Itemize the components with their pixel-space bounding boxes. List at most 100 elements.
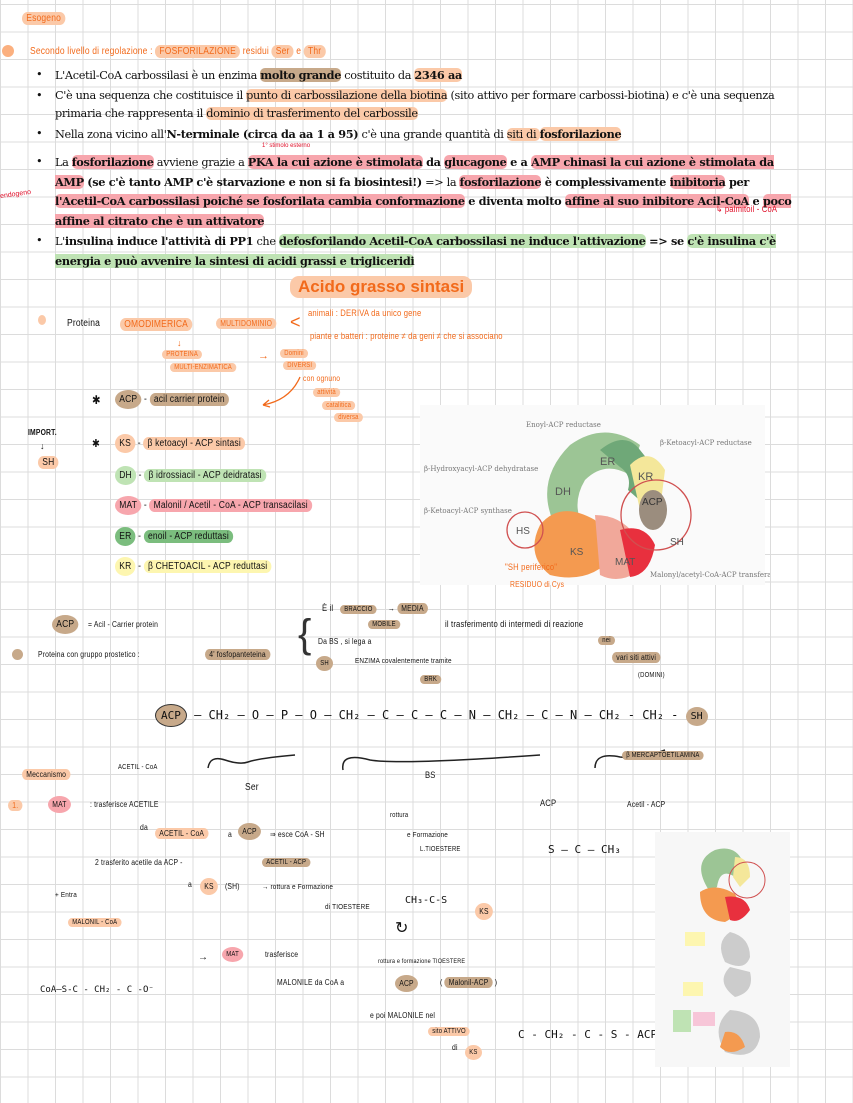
rottura-label: rottura (390, 812, 409, 819)
bullet-text: L'Acetil-CoA carbossilasi è un enzima (55, 69, 261, 82)
ks-sh: (SH) (225, 882, 240, 891)
fatty-acid-synthase-figure: Enoyl-ACP reductase β-Ketoacyl-ACP reduc… (420, 405, 770, 585)
brk-tag: BRK (420, 675, 442, 684)
formula-part: C (439, 708, 448, 722)
section-dot (38, 315, 46, 325)
attivita-1: con ognuno (303, 374, 341, 383)
bullet-text: costituito da (341, 69, 415, 82)
ser-label: Ser (245, 782, 259, 793)
bullet-text: siti di (506, 127, 540, 141)
domain-abbr: KS (115, 434, 136, 453)
multidominio-tag: MULTIDOMINIO (216, 318, 277, 329)
bullet-text: da (422, 155, 445, 169)
acp-badge: ACP (395, 975, 419, 992)
arrow-down: ↓ (177, 338, 182, 348)
domini-tag-2: DIVERSI (283, 361, 317, 370)
bullet-text: (se c'è tanto AMP c'è starvazione e non … (83, 174, 422, 189)
separator: - (141, 394, 150, 405)
rottura-formazione: → rottura e Formazione (262, 882, 334, 891)
formula-acp: ACP (155, 704, 187, 727)
label-acp: ACP (642, 497, 663, 508)
poi-malonile-text: e poi MALONILE nel (370, 1011, 436, 1020)
media-tag: MEDIA (397, 603, 428, 614)
multienz-tag-1: PROTEINA (162, 350, 203, 359)
bullet-text: glucagone (444, 155, 507, 169)
label-ketoacyl-syn: β-Ketoacyl-ACP synthase (424, 507, 512, 515)
bullet-item: Nella zona vicino all'N-terminale (circa… (36, 125, 796, 145)
formula-part: — (396, 708, 404, 722)
a-label: a (188, 880, 192, 889)
protein-label: Proteina (67, 318, 101, 329)
formula-part: C (410, 708, 419, 722)
domain-acp: ACP - acil carrier protein (115, 390, 230, 409)
bullet-text: c'è una grande quantità di (358, 127, 507, 141)
animali-note: animali : DERIVA da unico gene (308, 308, 422, 318)
arrow-down: ↓ (40, 441, 45, 451)
section-dot (12, 649, 23, 660)
acetil-coa-label: ACETIL - CoA (118, 764, 158, 771)
domain-abbr: ACP (115, 390, 142, 409)
star-marker: ✱ (92, 393, 101, 407)
label-ks: KS (570, 547, 584, 558)
domain-mat: MAT - Malonil / Acetil - CoA - ACP trans… (115, 496, 313, 515)
bullet-text: per (725, 174, 749, 189)
formula-part: — (425, 708, 433, 722)
mechanism-title: Meccanismo (22, 769, 71, 780)
bullet-text: La (55, 156, 72, 169)
a-label: a (228, 830, 232, 839)
trasferisce-label: trasferisce (265, 950, 299, 959)
acp-label: ACP (540, 798, 557, 808)
acetil-acp-label: Acetil - ACP (627, 800, 666, 809)
acp-badge: ACP (238, 823, 262, 840)
da-bs-text: Da BS , si lega a (318, 637, 372, 646)
domain-kr: KR - β CHETOACIL - ACP reduttasi (115, 557, 272, 576)
endogeno-note: endogeno (0, 188, 32, 201)
label-malonyl: Malonyl/acetyl-CoA-ACP transferase (650, 571, 770, 579)
ks-badge: KS (475, 903, 493, 920)
label-er: ER (600, 456, 615, 468)
formula-part: — CH₂ — O — (194, 708, 274, 722)
bullet-text: => la (421, 175, 460, 189)
bullet-item: C'è una sequenza che costituisce il punt… (36, 87, 796, 124)
important-note: IMPORT. (28, 428, 57, 437)
malonil-coa-tag: MALONIL - CoA (68, 918, 122, 927)
bullet-text: che (253, 235, 279, 248)
omodimerica-tag: OMODIMERICA (120, 318, 193, 331)
bullet-item: L'insulina induce l'attività di PP1 che … (36, 232, 796, 271)
acetil-coa-tag: ACETIL - CoA (155, 828, 209, 839)
nei-tag: nei (598, 636, 615, 645)
bullet-text: e diventa molto (464, 194, 565, 208)
label-mat: MAT (615, 557, 635, 568)
malonile-text: MALONILE da CoA a (277, 978, 345, 987)
tioestere-label-2: di TIOESTERE (325, 902, 370, 911)
bullet-item: L'Acetil-CoA carbossilasi è un enzima mo… (36, 66, 796, 86)
di-label: di (452, 1043, 458, 1052)
esogeno-note: Esogeno (22, 12, 66, 25)
formula-part: C (541, 708, 549, 722)
enzima-text: ENZIMA covalentemente tramite (355, 656, 452, 665)
separator: - (135, 438, 144, 449)
formula-sh: SH (685, 707, 708, 726)
formula-braces (207, 749, 666, 771)
bullet-text: fosforilazione (539, 126, 622, 141)
cycle-arrow-icon: ↻ (395, 920, 409, 937)
label-sh: SH (670, 537, 684, 548)
stimolo-note: 1° stimolo esterno (262, 143, 311, 149)
sh-badge: SH (316, 656, 334, 671)
attivita-3: catalitica (322, 401, 356, 410)
siti-tag: vari siti attivi (612, 652, 661, 663)
da-label: da (140, 823, 148, 832)
bullet-text: fosforilazione (71, 155, 154, 169)
palmitoil-note: ↳ palmitoil - CoA (716, 204, 778, 214)
bullet-text: defosforilando Acetil-CoA carbossilasi n… (278, 234, 646, 248)
bullet-text: 2346 aa (414, 68, 462, 82)
heading-key: FOSFORILAZIONE (155, 45, 241, 58)
formula-part: — O — CH₂ — (295, 708, 375, 722)
domain-name: enoil - ACP reduttasi (143, 530, 234, 543)
separator: - (135, 531, 144, 542)
label-hydroxy: β-Hydroxyacyl-ACP dehydratase (424, 465, 538, 473)
step-2-text: 2 trasferito acetile da ACP - (95, 858, 183, 867)
acetyl-acp-formula: S — C — CH₃ (548, 843, 621, 856)
heading-residues: residui (242, 46, 269, 57)
domini-tag-1: Domini (280, 349, 309, 358)
